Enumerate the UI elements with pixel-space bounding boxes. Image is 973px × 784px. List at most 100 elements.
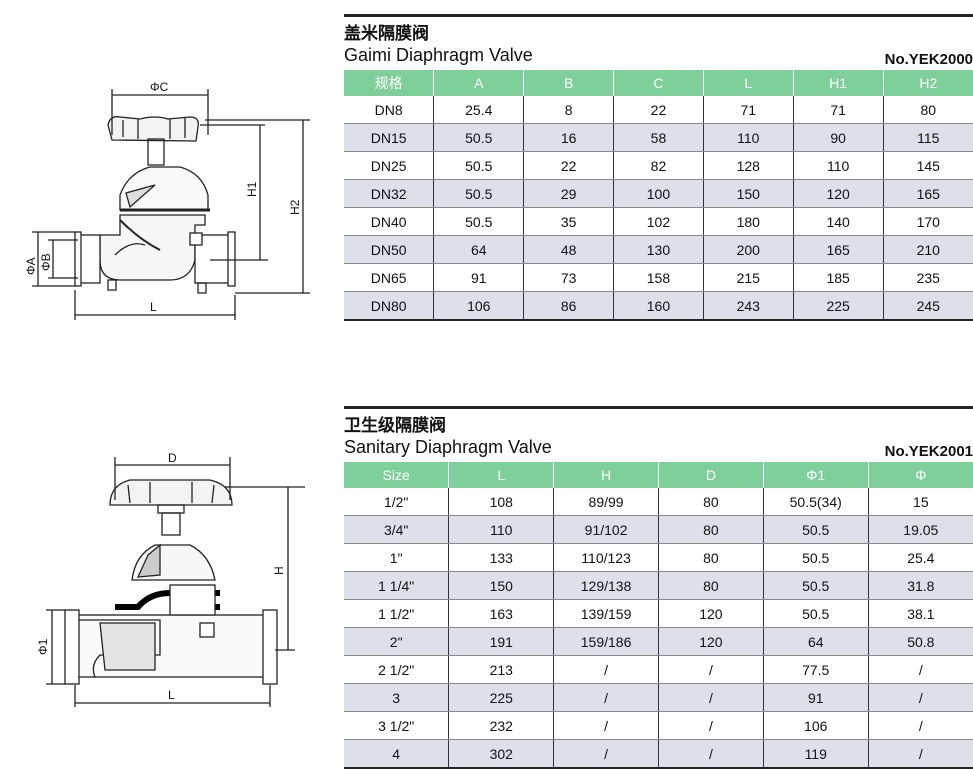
table-cell: 150 <box>448 571 555 600</box>
table-cell: / <box>553 739 659 769</box>
column-header: D <box>658 462 764 488</box>
table-cell: 185 <box>793 263 884 292</box>
table-cell: 1 1/2" <box>344 599 450 628</box>
column-header: Φ1 <box>763 462 869 488</box>
table-cell: 180 <box>703 207 794 236</box>
table-cell: 302 <box>448 739 555 769</box>
table-cell: / <box>658 683 764 712</box>
table-cell: 120 <box>658 599 764 628</box>
table-cell: 150 <box>703 179 794 208</box>
table-cell: 50.8 <box>868 627 973 656</box>
table-cell: 16 <box>523 123 615 152</box>
table-cell: 210 <box>883 235 973 264</box>
table-cell: 128 <box>703 151 794 180</box>
table-cell: 2 1/2" <box>344 655 450 684</box>
model-number: No.YEK2000 <box>884 51 973 68</box>
section-title-cn: 盖米隔膜阀 <box>344 24 429 44</box>
column-header: Size <box>344 462 450 488</box>
table-cell: 50.5 <box>433 123 525 152</box>
dim-label-d: D <box>168 451 177 465</box>
section-title-en: Sanitary Diaphragm Valve <box>344 437 552 457</box>
table-cell: 91/102 <box>553 515 659 544</box>
table-cell: 8 <box>523 96 615 124</box>
table-cell: 50.5 <box>763 571 869 600</box>
table-cell: 225 <box>448 683 555 712</box>
table-cell: 100 <box>613 179 704 208</box>
table-cell: 80 <box>658 543 764 572</box>
column-header: C <box>613 70 704 96</box>
table-cell: 158 <box>613 263 704 292</box>
section-title-en: Gaimi Diaphragm Valve <box>344 45 533 65</box>
table-cell: 213 <box>448 655 555 684</box>
table-cell: 1 1/4" <box>344 571 450 600</box>
dim-label-a: ΦA <box>24 257 38 275</box>
table-cell: 80 <box>883 96 973 124</box>
dim-label-b: ΦB <box>39 253 53 271</box>
table-cell: 22 <box>523 151 615 180</box>
table-cell: 170 <box>883 207 973 236</box>
column-header: H1 <box>793 70 884 96</box>
table-cell: 38.1 <box>868 599 973 628</box>
table-cell: 91 <box>763 683 869 712</box>
table-cell: 89/99 <box>553 488 659 516</box>
table-cell: 82 <box>613 151 704 180</box>
table-cell: 1/2" <box>344 488 450 516</box>
table-cell: 130 <box>613 235 704 264</box>
table-cell: 19.05 <box>868 515 973 544</box>
table-cell: 15 <box>868 488 973 516</box>
column-header: B <box>523 70 615 96</box>
table-cell: 119 <box>763 739 869 769</box>
table-cell: 200 <box>703 235 794 264</box>
table-cell: 106 <box>763 711 869 740</box>
table-cell: 245 <box>883 291 973 321</box>
column-header: Φ <box>868 462 973 488</box>
column-header: 规格 <box>344 70 435 96</box>
table-cell: 86 <box>523 291 615 321</box>
dim-label-phi1: Φ1 <box>36 638 50 655</box>
table-cell: 73 <box>523 263 615 292</box>
table-row: 2 1/2"213//77.5/ <box>344 655 973 684</box>
table-cell: 50.5 <box>763 515 869 544</box>
table-cell: 243 <box>703 291 794 321</box>
table-cell: 90 <box>793 123 884 152</box>
table-cell: 139/159 <box>553 599 659 628</box>
table-cell: 91 <box>433 263 525 292</box>
table-cell: 159/186 <box>553 627 659 656</box>
table-cell: / <box>658 739 764 769</box>
dim-label-h1: H1 <box>245 181 259 197</box>
model-number: No.YEK2001 <box>884 443 973 460</box>
table-cell: / <box>868 655 973 684</box>
table-cell: 25.4 <box>433 96 525 124</box>
dim-label-h2: H2 <box>288 199 302 215</box>
table-cell: 29 <box>523 179 615 208</box>
dim-label-h: H <box>272 566 286 575</box>
table-cell: 163 <box>448 599 555 628</box>
table-cell: 3 <box>344 683 450 712</box>
table-cell: / <box>868 683 973 712</box>
table-cell: 120 <box>793 179 884 208</box>
table-cell: 108 <box>448 488 555 516</box>
table-cell: 71 <box>703 96 794 124</box>
dim-label-c: ΦC <box>150 80 169 94</box>
table-cell: 191 <box>448 627 555 656</box>
table-cell: 110 <box>703 123 794 152</box>
sanitary-valve-section: 卫生级隔膜阀 Sanitary Diaphragm Valve No.YEK20… <box>344 406 973 769</box>
sanitary-valve-svg: D H Φ1 L <box>36 451 305 707</box>
column-header: A <box>433 70 525 96</box>
table-cell: 58 <box>613 123 704 152</box>
table-cell: / <box>658 711 764 740</box>
table-cell: 50.5 <box>433 151 525 180</box>
table-cell: DN15 <box>344 123 435 152</box>
